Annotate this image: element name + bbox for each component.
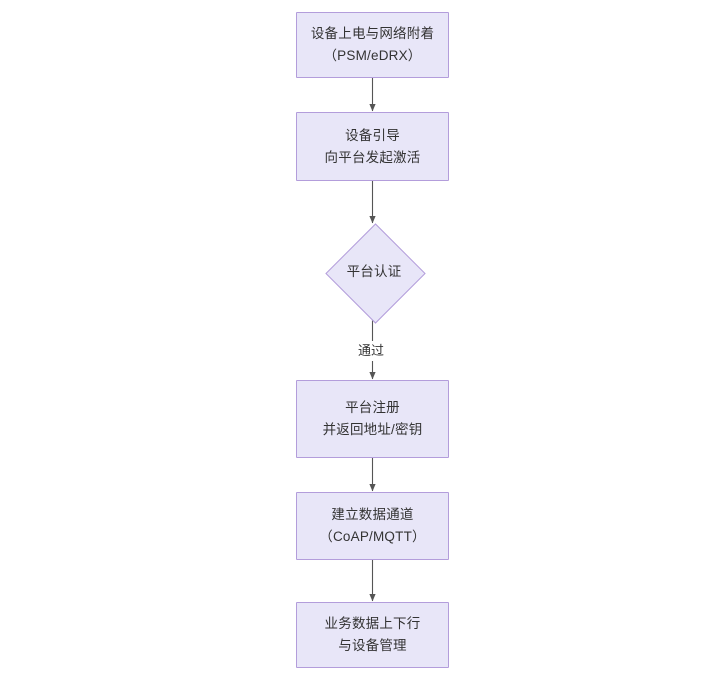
node-establish-data-channel[interactable]: 建立数据通道 （CoAP/MQTT） bbox=[296, 492, 449, 560]
node-device-bootstrap[interactable]: 设备引导 向平台发起激活 bbox=[296, 112, 449, 181]
node-label: 平台注册 并返回地址/密钥 bbox=[322, 400, 423, 437]
node-label: 平台认证 bbox=[346, 264, 402, 279]
node-platform-registration[interactable]: 平台注册 并返回地址/密钥 bbox=[296, 380, 449, 458]
edge-label-pass: 通过 bbox=[355, 341, 388, 361]
node-label: 设备引导 向平台发起激活 bbox=[324, 127, 421, 165]
node-label: 建立数据通道 （CoAP/MQTT） bbox=[319, 507, 426, 544]
node-platform-authentication[interactable]: 平台认证 bbox=[324, 222, 426, 324]
node-device-power-on[interactable]: 设备上电与网络附着 （PSM/eDRX） bbox=[296, 12, 449, 78]
node-business-data-and-device-management[interactable]: 业务数据上下行 与设备管理 bbox=[296, 602, 449, 668]
node-label: 业务数据上下行 与设备管理 bbox=[324, 616, 421, 653]
node-label: 设备上电与网络附着 （PSM/eDRX） bbox=[310, 26, 435, 63]
